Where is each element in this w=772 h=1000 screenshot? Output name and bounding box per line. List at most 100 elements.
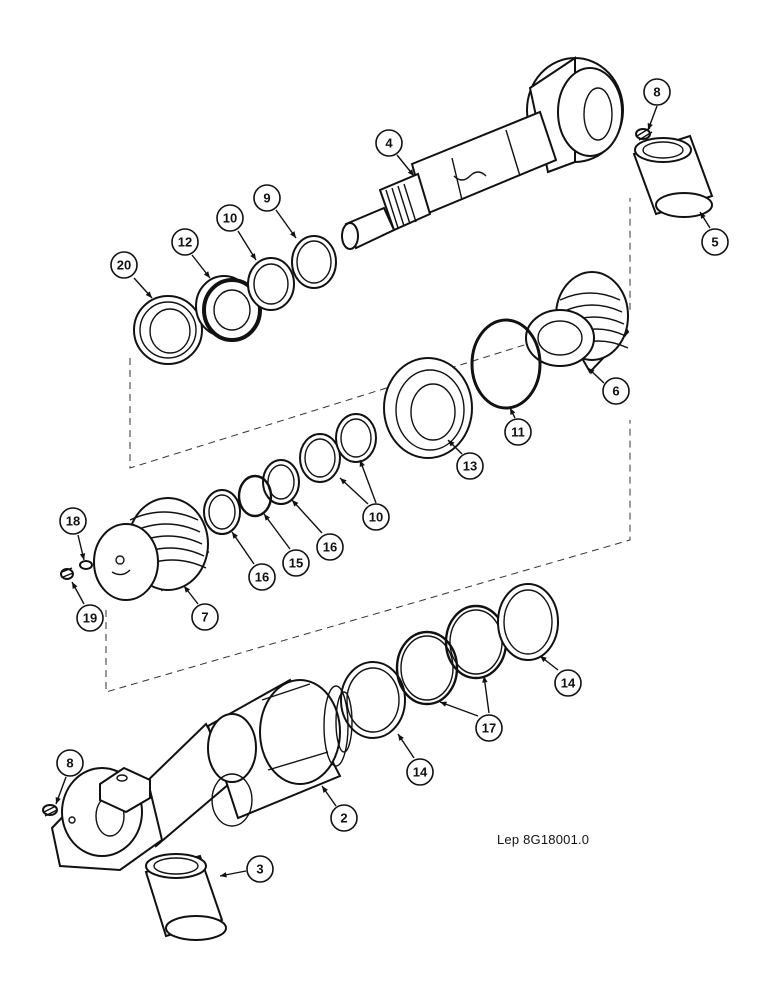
callout-arrowhead xyxy=(292,500,299,507)
callout-number: 5 xyxy=(711,235,718,250)
callout-circle xyxy=(76,604,104,632)
callout-circle xyxy=(59,507,87,535)
callout-c14b: 14 xyxy=(397,733,434,786)
callout-circle xyxy=(504,418,532,446)
callout-arrowhead xyxy=(448,440,455,447)
callout-circle xyxy=(602,377,630,405)
callout-c17: 17 xyxy=(439,675,503,742)
callout-arrowhead xyxy=(540,656,547,663)
callout-number: 9 xyxy=(263,191,270,206)
cylinder-base-eye xyxy=(50,766,164,872)
callout-circle xyxy=(554,669,582,697)
callout-number: 18 xyxy=(66,514,80,529)
callout-c10b: 10 xyxy=(339,459,390,531)
callout-number: 19 xyxy=(83,611,97,626)
callout-circle xyxy=(701,228,729,256)
callout-circle xyxy=(248,563,276,591)
callout-circle xyxy=(56,749,84,777)
drawing-reference: Lep 8G18001.0 xyxy=(497,832,589,847)
callout-number: 17 xyxy=(482,721,496,736)
backup-ring-left-inner xyxy=(208,494,236,530)
callout-number: 6 xyxy=(612,384,619,399)
callout-arrowhead xyxy=(510,408,516,415)
callout-arrowhead xyxy=(250,253,256,260)
o-ring-small xyxy=(237,474,273,518)
grease-fitting-bottom xyxy=(42,804,58,817)
callout-c16b: 16 xyxy=(291,499,344,561)
callout-arrowhead xyxy=(184,586,191,593)
callout-number: 2 xyxy=(340,811,347,826)
callout-number: 15 xyxy=(289,556,303,571)
callout-number: 20 xyxy=(117,258,131,273)
callout-arrowhead xyxy=(290,231,296,238)
callout-arrowhead xyxy=(588,368,595,375)
backup-ring-right-inner xyxy=(267,464,295,500)
callout-arrowhead xyxy=(232,532,238,539)
callout-c10a: 10 xyxy=(216,204,257,261)
callout-circle xyxy=(406,758,434,786)
callout-circle xyxy=(456,452,484,480)
backup-ring-top xyxy=(291,235,337,289)
callout-circle xyxy=(330,804,358,832)
o-ring-large xyxy=(470,318,542,410)
callout-leader-line xyxy=(439,701,479,717)
assembly-guide-lines xyxy=(105,198,631,693)
callout-circle xyxy=(191,603,219,631)
callout-circle xyxy=(171,228,199,256)
callout-number: 14 xyxy=(561,676,576,691)
cylinder-head xyxy=(525,271,630,374)
piston xyxy=(93,497,210,601)
callout-circle xyxy=(362,503,390,531)
callout-c9: 9 xyxy=(253,184,297,239)
callout-c4: 4 xyxy=(375,129,415,177)
callout-c14a: 14 xyxy=(539,655,582,697)
backup-ring-left xyxy=(203,489,241,535)
callout-arrowhead xyxy=(440,701,447,707)
callout-number: 14 xyxy=(413,765,428,780)
callout-leader-line xyxy=(359,459,377,504)
callout-c11: 11 xyxy=(504,407,532,446)
callout-arrowhead xyxy=(407,169,414,176)
callout-c5: 5 xyxy=(699,211,729,256)
guide-ring-pair xyxy=(299,413,377,483)
callout-number: 4 xyxy=(385,136,393,151)
head-wear-ring xyxy=(383,357,473,459)
callout-c19: 19 xyxy=(71,581,104,632)
callout-c3: 3 xyxy=(219,855,274,883)
callout-number: 7 xyxy=(201,610,208,625)
callout-c7: 7 xyxy=(183,585,219,631)
callout-arrowhead xyxy=(72,582,78,589)
callout-c2: 2 xyxy=(321,785,358,832)
callout-arrowhead xyxy=(700,212,706,219)
callout-leader-line xyxy=(231,531,255,565)
callout-c8b: 8 xyxy=(55,749,84,805)
set-screw-and-ball xyxy=(60,560,93,580)
backup-ring-right xyxy=(262,459,300,505)
callout-circle xyxy=(316,533,344,561)
callout-arrowhead xyxy=(647,123,653,130)
guide-ring-top xyxy=(247,257,295,311)
callout-arrowhead xyxy=(203,271,210,278)
callout-circle xyxy=(246,855,274,883)
callout-circle xyxy=(110,251,138,279)
callout-circle xyxy=(253,184,281,212)
callout-arrowhead xyxy=(322,786,328,793)
callout-arrowhead xyxy=(220,872,227,878)
callout-number: 12 xyxy=(178,235,192,250)
callout-leader-line xyxy=(263,513,291,550)
callout-circle xyxy=(475,714,503,742)
callout-number: 11 xyxy=(511,425,525,440)
callout-circle xyxy=(282,549,310,577)
rod-bushing xyxy=(632,134,714,218)
callout-c16a: 16 xyxy=(231,531,276,591)
wear-ring-bottom-left xyxy=(340,661,406,739)
callout-c18: 18 xyxy=(59,507,87,561)
callout-number: 10 xyxy=(223,211,237,226)
callout-arrowhead xyxy=(340,478,347,485)
rod-seal xyxy=(195,275,262,342)
callout-number: 3 xyxy=(256,862,263,877)
callout-c13: 13 xyxy=(447,439,484,480)
callout-number: 8 xyxy=(653,85,660,100)
